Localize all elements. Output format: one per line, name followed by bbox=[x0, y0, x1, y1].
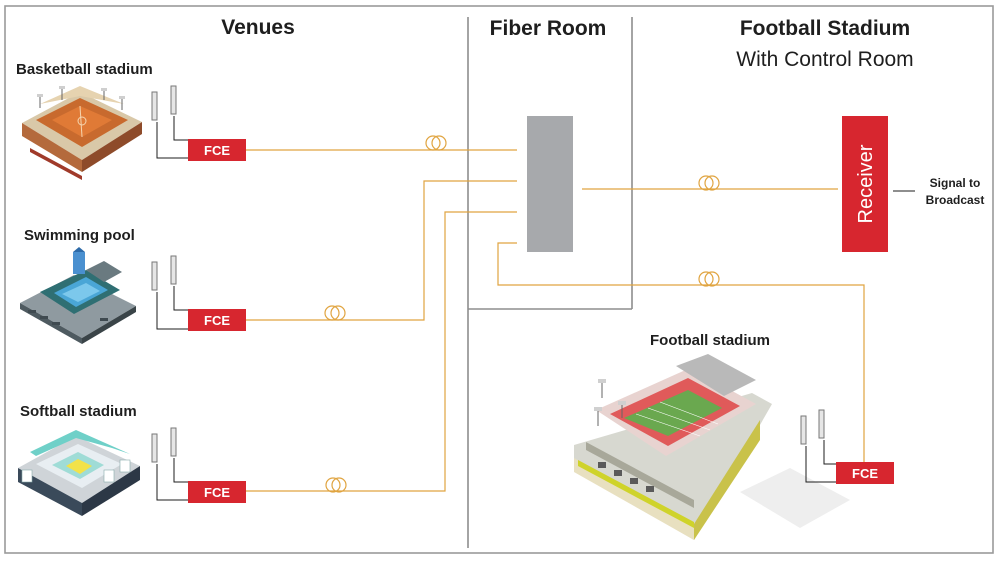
football-stadium-icon bbox=[574, 354, 850, 540]
broadcast-label: Broadcast bbox=[926, 193, 985, 207]
venue-label-swimming: Swimming pool bbox=[24, 227, 135, 244]
fiber-softball bbox=[246, 211, 517, 492]
coil-icon bbox=[325, 477, 347, 493]
football-stadium-heading: Football Stadium bbox=[740, 17, 910, 40]
camera-swimming bbox=[151, 255, 188, 330]
camera-icon bbox=[151, 433, 158, 463]
softball-stadium-icon bbox=[18, 430, 140, 516]
fce-box-swimming: FCE bbox=[188, 309, 246, 331]
venue-label-softball: Softball stadium bbox=[20, 403, 137, 420]
fce-label: FCE bbox=[204, 313, 230, 328]
camera-icon bbox=[800, 415, 807, 445]
camera-football bbox=[800, 409, 838, 483]
camera-basketball bbox=[151, 85, 188, 159]
fce-label: FCE bbox=[204, 485, 230, 500]
fce-box-basketball: FCE bbox=[188, 139, 246, 161]
camera-icon bbox=[818, 409, 825, 439]
fiber-links bbox=[246, 149, 865, 492]
coil-icon bbox=[698, 175, 720, 191]
fce-box-football: FCE bbox=[836, 462, 894, 484]
camera-icon bbox=[151, 91, 158, 121]
camera-icon bbox=[170, 85, 177, 115]
venues-heading: Venues bbox=[221, 16, 295, 39]
fiber-room-heading: Fiber Room bbox=[490, 17, 607, 40]
fiber-coils bbox=[324, 135, 720, 493]
fiber-swimming bbox=[246, 180, 517, 321]
coil-icon bbox=[425, 135, 447, 151]
camera-softball bbox=[151, 427, 188, 501]
coil-icon bbox=[324, 305, 346, 321]
diagram-frame bbox=[4, 5, 994, 554]
coil-icon bbox=[698, 271, 720, 287]
signal-to-label: Signal to bbox=[930, 176, 981, 190]
camera-icon bbox=[170, 255, 177, 285]
receiver-label: Receiver bbox=[855, 144, 877, 223]
camera-icon bbox=[151, 261, 158, 291]
receiver-box: Receiver bbox=[842, 116, 888, 252]
venue-label-basketball: Basketball stadium bbox=[16, 61, 153, 78]
venue-label-football: Football stadium bbox=[650, 332, 770, 349]
patch-panel bbox=[527, 116, 573, 252]
fce-label: FCE bbox=[852, 466, 878, 481]
fce-label: FCE bbox=[204, 143, 230, 158]
swimming-pool-icon bbox=[20, 247, 136, 344]
control-room-subheading: With Control Room bbox=[736, 48, 913, 71]
fce-box-softball: FCE bbox=[188, 481, 246, 503]
basketball-stadium-icon bbox=[22, 86, 142, 180]
camera-icon bbox=[170, 427, 177, 457]
fiber-football bbox=[497, 242, 865, 462]
